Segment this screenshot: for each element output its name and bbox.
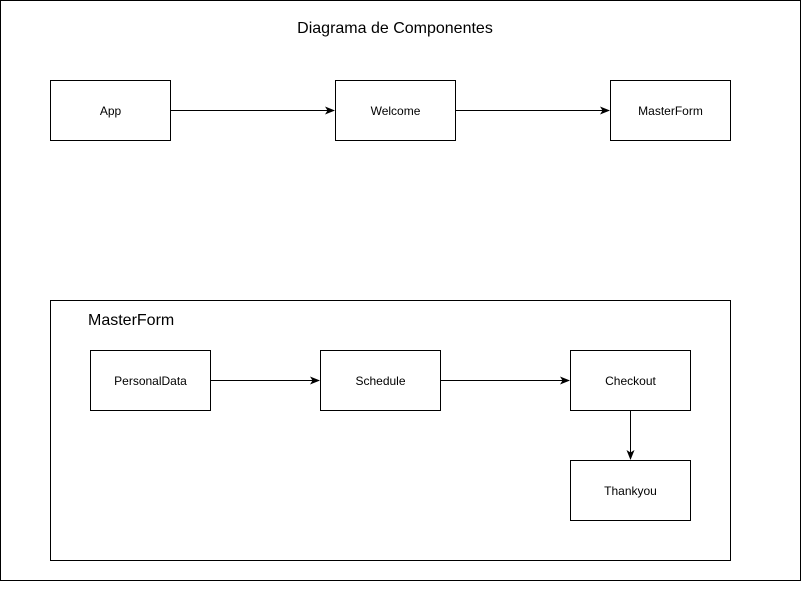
node-welcome-label: Welcome: [370, 103, 421, 118]
node-schedule-label: Schedule: [355, 373, 406, 388]
node-masterform[interactable]: MasterForm: [610, 80, 731, 141]
node-app-label: App: [99, 103, 122, 118]
diagram-title: Diagrama de Componentes: [297, 20, 493, 37]
node-masterform-label: MasterForm: [638, 103, 703, 118]
node-thankyou[interactable]: Thankyou: [570, 460, 691, 521]
node-personaldata-label: PersonalData: [114, 373, 187, 388]
node-personaldata[interactable]: PersonalData: [90, 350, 211, 411]
node-thankyou-label: Thankyou: [604, 483, 657, 498]
node-welcome[interactable]: Welcome: [335, 80, 456, 141]
node-checkout-label: Checkout: [605, 373, 656, 388]
group-masterform[interactable]: MasterForm: [50, 300, 731, 561]
node-checkout[interactable]: Checkout: [570, 350, 691, 411]
node-app[interactable]: App: [50, 80, 171, 141]
group-masterform-label: MasterForm: [88, 312, 175, 329]
node-schedule[interactable]: Schedule: [320, 350, 441, 411]
